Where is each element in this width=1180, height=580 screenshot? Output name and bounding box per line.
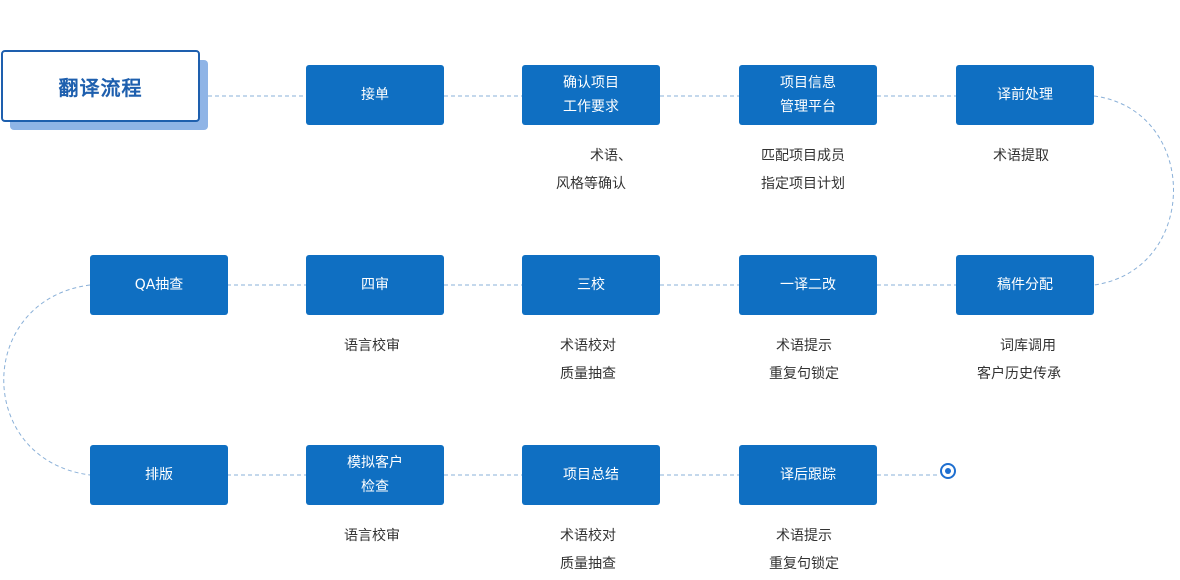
note-third-proofread: 术语校对 质量抽查	[488, 332, 688, 388]
note-simulated-client-check: 语言校审	[272, 522, 472, 550]
note-line-2: 质量抽查	[560, 556, 616, 572]
note-assignment: 词库调用 客户历史传承	[919, 332, 1119, 388]
page-title: 翻译流程	[1, 50, 200, 122]
note-line-1: 术语提示	[776, 528, 832, 544]
step-accept-order: 接单	[306, 65, 444, 125]
step-label: 排版	[145, 467, 173, 483]
step-label: 稿件分配	[997, 277, 1053, 293]
step-label: 译后跟踪	[780, 467, 836, 483]
step-label-line-1: 项目信息	[780, 75, 836, 91]
step-label: 接单	[361, 87, 389, 103]
step-translate-revise: 一译二改	[739, 255, 877, 315]
note-line-1: 语言校审	[344, 528, 400, 544]
step-label: 一译二改	[780, 277, 836, 293]
step-assignment: 稿件分配	[956, 255, 1094, 315]
note-line-2: 客户历史传承	[977, 366, 1061, 382]
step-qa-check: QA抽查	[90, 255, 228, 315]
note-line-2: 指定项目计划	[761, 176, 845, 192]
note-line-2: 重复句锁定	[769, 366, 839, 382]
note-line-2: 风格等确认	[556, 176, 626, 192]
note-line-1: 术语提取	[993, 148, 1049, 164]
step-project-platform: 项目信息 管理平台	[739, 65, 877, 125]
note-line-2: 质量抽查	[560, 366, 616, 382]
step-pre-translation: 译前处理	[956, 65, 1094, 125]
note-post-tracking: 术语提示 重复句锁定	[704, 522, 904, 578]
step-confirm-requirements: 确认项目 工作要求	[522, 65, 660, 125]
note-project-platform: 匹配项目成员 指定项目计划	[703, 142, 903, 198]
step-label-line-2: 检查	[361, 479, 389, 495]
note-fourth-review: 语言校审	[272, 332, 472, 360]
step-label: 三校	[577, 277, 605, 293]
step-label: 项目总结	[563, 467, 619, 483]
note-line-1: 术语校对	[560, 528, 616, 544]
step-fourth-review: 四审	[306, 255, 444, 315]
note-line-1: 术语校对	[560, 338, 616, 354]
step-label-line-2: 工作要求	[563, 99, 619, 115]
step-third-proofread: 三校	[522, 255, 660, 315]
note-line-1: 术语提示	[776, 338, 832, 354]
note-line-1: 匹配项目成员	[761, 148, 845, 164]
note-line-1: 词库调用	[1000, 338, 1056, 354]
step-simulated-client-check: 模拟客户 检查	[306, 445, 444, 505]
step-label-line-2: 管理平台	[780, 99, 836, 115]
step-label-line-1: 模拟客户	[347, 455, 403, 471]
step-typesetting: 排版	[90, 445, 228, 505]
step-project-summary: 项目总结	[522, 445, 660, 505]
note-translate-revise: 术语提示 重复句锁定	[704, 332, 904, 388]
step-label: 四审	[361, 277, 389, 293]
note-confirm-requirements: 术语、 风格等确认	[491, 142, 691, 198]
note-pre-translation: 术语提取	[921, 142, 1121, 170]
step-label: 译前处理	[997, 87, 1053, 103]
note-line-2: 重复句锁定	[769, 556, 839, 572]
note-project-summary: 术语校对 质量抽查	[488, 522, 688, 578]
step-label-line-1: 确认项目	[563, 75, 619, 91]
step-post-tracking: 译后跟踪	[739, 445, 877, 505]
note-line-1: 语言校审	[344, 338, 400, 354]
note-line-1: 术语、	[590, 148, 632, 164]
step-label: QA抽查	[134, 277, 184, 293]
end-point-icon	[940, 463, 956, 479]
